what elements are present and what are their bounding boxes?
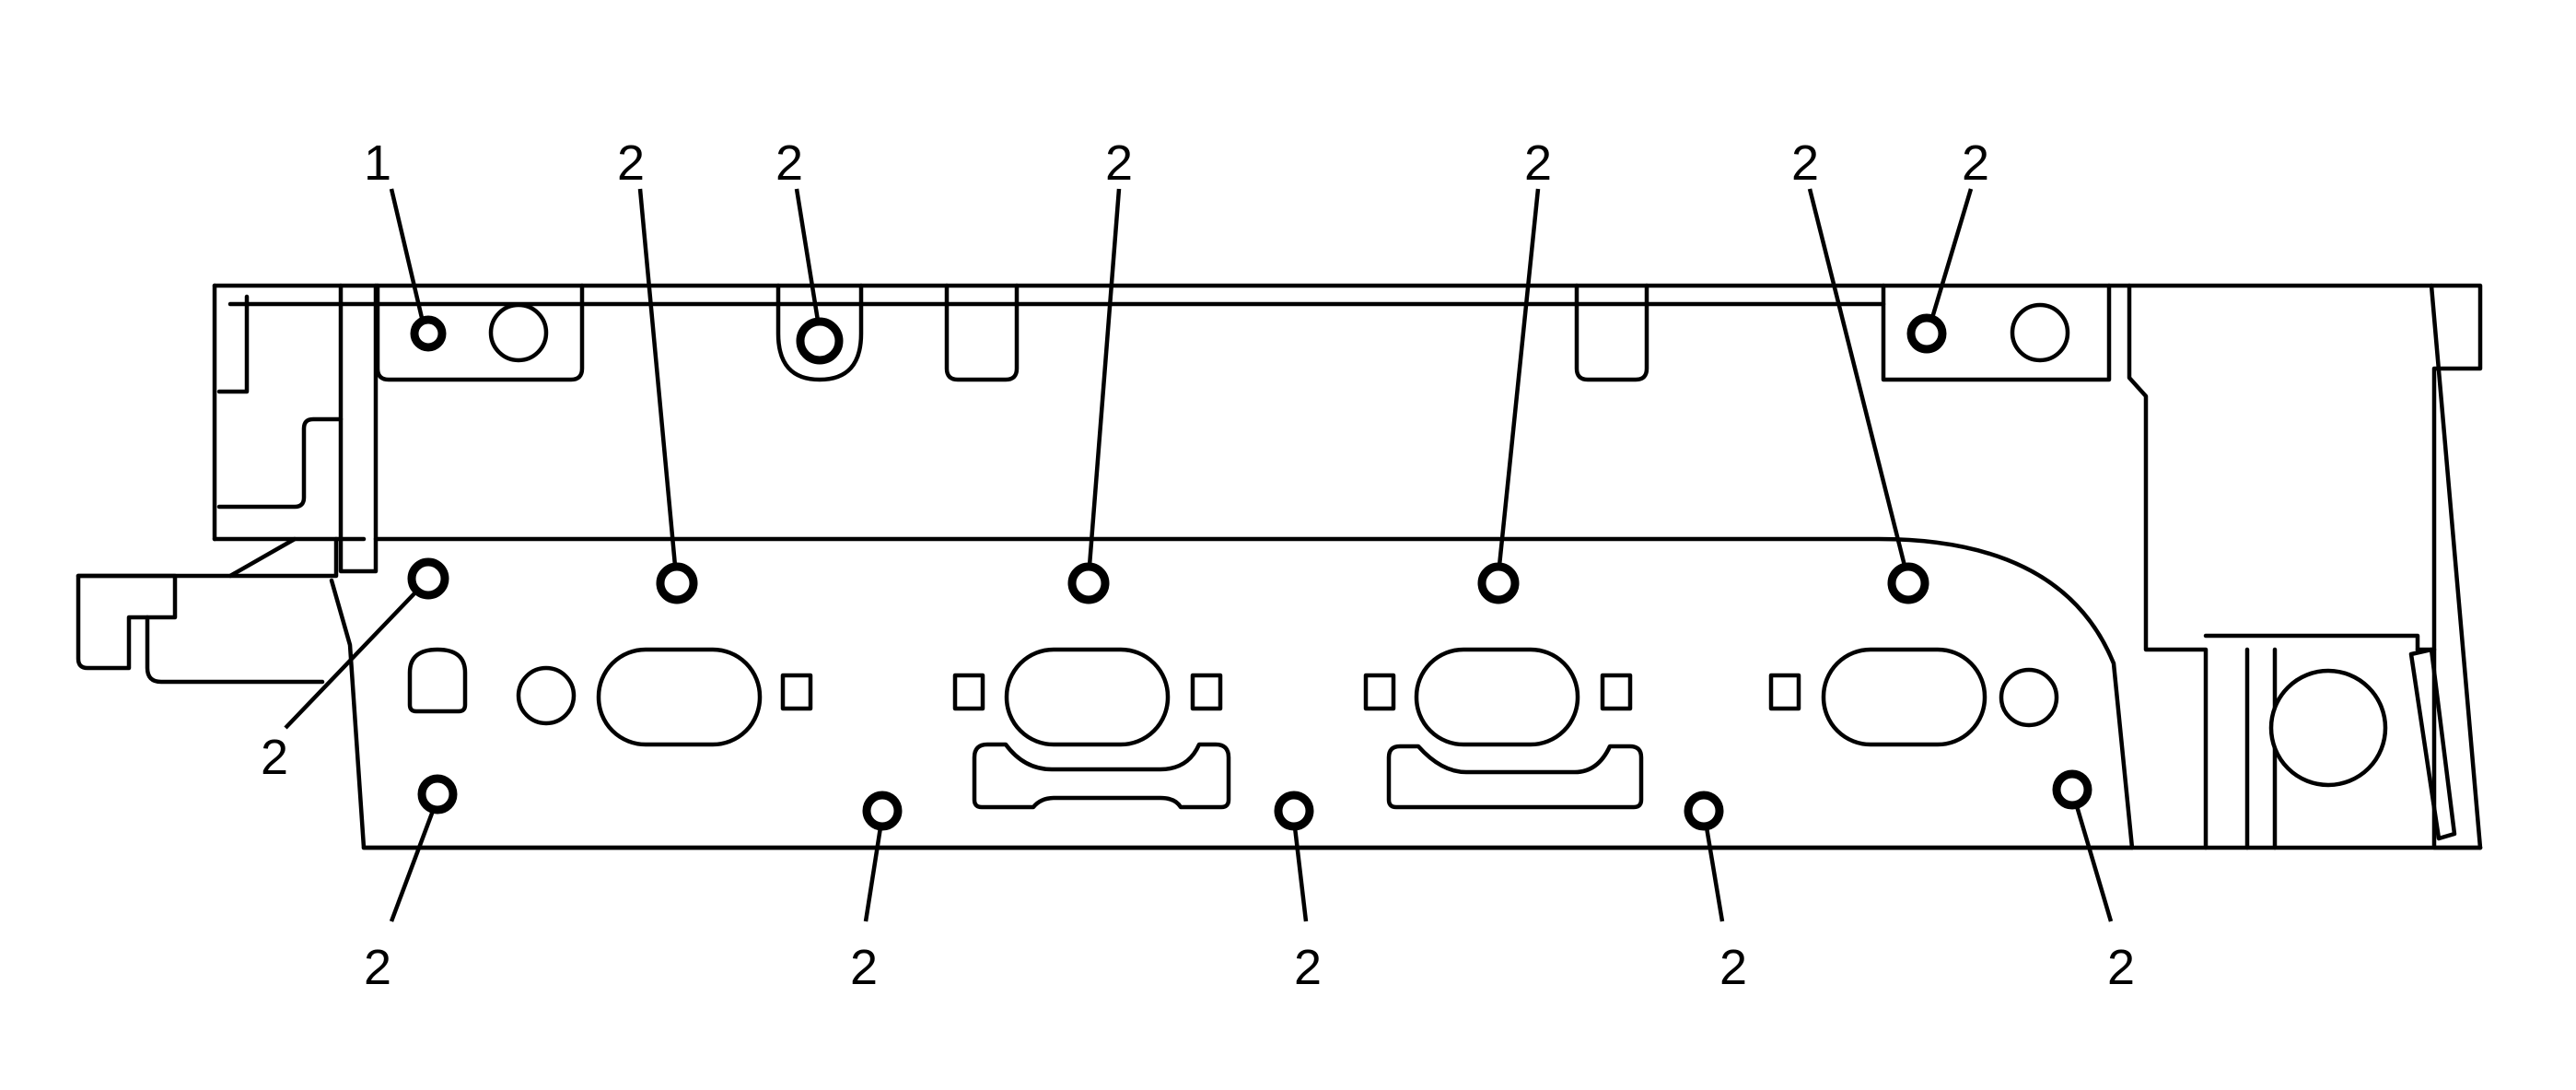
callout-c05: 2 [1524, 135, 1552, 191]
callout-c09: 2 [364, 940, 391, 995]
leader-c12 [1704, 826, 1725, 922]
leader-c03 [794, 188, 821, 322]
bolt-hole-c07 [1906, 313, 1947, 354]
bolt-hole-c11 [1274, 791, 1314, 831]
callout-c06: 2 [1791, 135, 1819, 191]
callout-c08: 2 [261, 730, 288, 785]
bolt-holes [407, 313, 2092, 831]
leader-lines [284, 188, 2114, 922]
callout-c13: 2 [2107, 940, 2135, 995]
callout-c04: 2 [1105, 135, 1133, 191]
callout-c03: 2 [775, 135, 803, 191]
callout-c01: 1 [364, 135, 391, 191]
leader-c09 [389, 810, 436, 922]
callout-c02: 2 [617, 135, 645, 191]
leader-c13 [2074, 805, 2114, 922]
leader-c05 [1497, 188, 1541, 567]
bolt-hole-c10 [862, 791, 903, 831]
callout-c12: 2 [1719, 940, 1747, 995]
leader-c08 [284, 590, 418, 730]
leader-c11 [1292, 826, 1309, 922]
bolt-hole-c09 [417, 774, 458, 815]
callout-c07: 2 [1962, 135, 1989, 191]
bolt-hole-c13 [2052, 769, 2092, 810]
bolt-hole-c04 [1067, 562, 1110, 604]
cylinder-head-outline [76, 283, 2483, 850]
bolt-hole-c03 [796, 317, 844, 365]
bolt-hole-c01 [410, 315, 447, 352]
bolt-hole-c06 [1887, 562, 1929, 604]
leader-c06 [1807, 188, 1907, 567]
bolt-hole-c05 [1477, 562, 1520, 604]
leader-c10 [863, 826, 883, 922]
callout-c10: 2 [850, 940, 878, 995]
bolt-hole-c08 [407, 557, 449, 600]
callout-c11: 2 [1294, 940, 1322, 995]
leader-c04 [1087, 188, 1122, 567]
bolt-hole-c02 [656, 562, 698, 604]
leader-c02 [637, 188, 678, 567]
leader-c01 [389, 188, 425, 319]
bolt-hole-c12 [1684, 791, 1724, 831]
leader-c07 [1929, 188, 1974, 319]
callout-labels: 1 2 2 2 2 2 2 2 2 2 2 2 2 [261, 135, 2135, 995]
